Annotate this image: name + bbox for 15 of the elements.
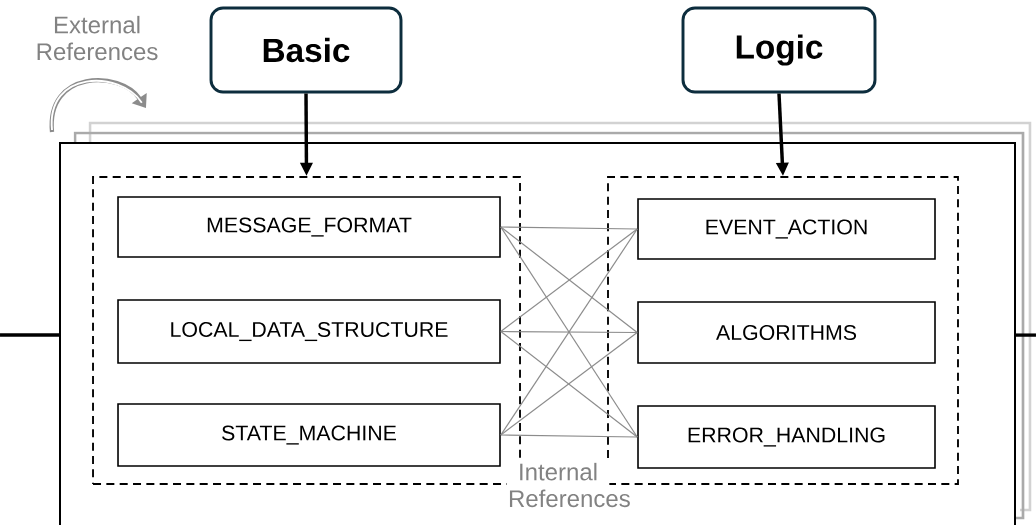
annotation-text: External References (37, 15, 158, 61)
element-box: ALGORITHMS (637, 301, 936, 364)
group-box (607, 176, 959, 485)
element-box: ERROR_HANDLING (637, 405, 936, 469)
element-box: STATE_MACHINE (117, 403, 501, 467)
reference-line (500, 226, 638, 230)
module-box: Logic (681, 6, 877, 94)
reference-line (500, 330, 638, 334)
group-box (92, 176, 521, 485)
element-box: LOCAL_DATA_STRUCTURE (117, 299, 501, 364)
element-box: EVENT_ACTION (637, 198, 936, 260)
annotation-text: Internal References (506, 461, 630, 509)
module-box: Basic (209, 6, 403, 94)
element-box: MESSAGE_FORMAT (117, 196, 501, 258)
reference-line (500, 434, 638, 438)
